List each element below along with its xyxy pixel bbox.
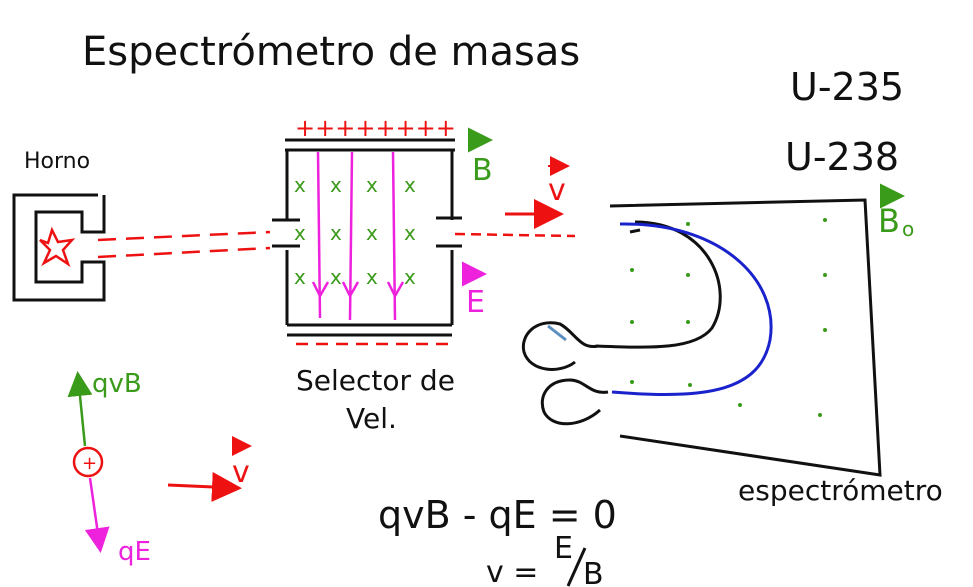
equation-force-balance: qvB - qE = 0 [378, 493, 617, 537]
svg-text:E: E [554, 531, 573, 566]
svg-text:x: x [330, 265, 342, 289]
svg-text:x: x [404, 173, 416, 197]
svg-text:B: B [472, 153, 493, 188]
svg-text:v =: v = [486, 555, 538, 587]
svg-text:v: v [548, 173, 566, 208]
svg-text:v: v [232, 455, 250, 490]
svg-text:+: + [82, 453, 97, 474]
svg-text:qvB: qvB [92, 369, 142, 399]
e-field-label: E [462, 261, 487, 320]
oven [12, 193, 106, 302]
equation-velocity: v = E B [486, 531, 604, 587]
svg-text:x: x [294, 221, 306, 245]
svg-text:o: o [902, 217, 914, 241]
detector-collectors [521, 321, 609, 426]
source-star-icon [39, 226, 76, 268]
svg-text:x: x [330, 221, 342, 245]
b-field-label: B [468, 127, 493, 188]
svg-text:x: x [294, 265, 306, 289]
svg-text:x: x [404, 221, 416, 245]
spectrometer-label: espectrómetro [738, 474, 943, 507]
svg-text:x: x [330, 173, 342, 197]
electric-field-lines [311, 151, 405, 321]
oven-label: Horno [24, 149, 90, 174]
svg-text:x: x [366, 173, 378, 197]
isotope-u235: U-235 [790, 65, 904, 109]
svg-text:x: x [294, 173, 306, 197]
trajectory-heavy-isotope [611, 222, 773, 396]
svg-text:x: x [366, 221, 378, 245]
spectrometer-chamber [609, 198, 882, 477]
isotope-u238: U-238 [785, 135, 899, 179]
title: Espectrómetro de masas [82, 29, 580, 75]
trajectory-light-isotope [595, 220, 722, 349]
svg-text:B: B [878, 202, 900, 240]
svg-text:x: x [366, 265, 378, 289]
selector-label-2: Vel. [346, 402, 397, 435]
velocity-arrow-small: v [167, 436, 252, 502]
velocity-arrow: v [505, 156, 570, 229]
force-diagram: qvB + qE [67, 369, 151, 567]
svg-text:E: E [466, 285, 485, 320]
svg-text:qE: qE [118, 537, 151, 567]
positive-plate-charges: ++++++++ [295, 114, 456, 142]
selector-label-1: Selector de [296, 364, 455, 397]
particle-beam [97, 230, 576, 259]
svg-text:B: B [583, 557, 604, 587]
velocity-selector [272, 138, 462, 337]
b0-field-label: B o [878, 183, 914, 241]
b0-field-dots [630, 218, 827, 417]
svg-text:x: x [404, 265, 416, 289]
